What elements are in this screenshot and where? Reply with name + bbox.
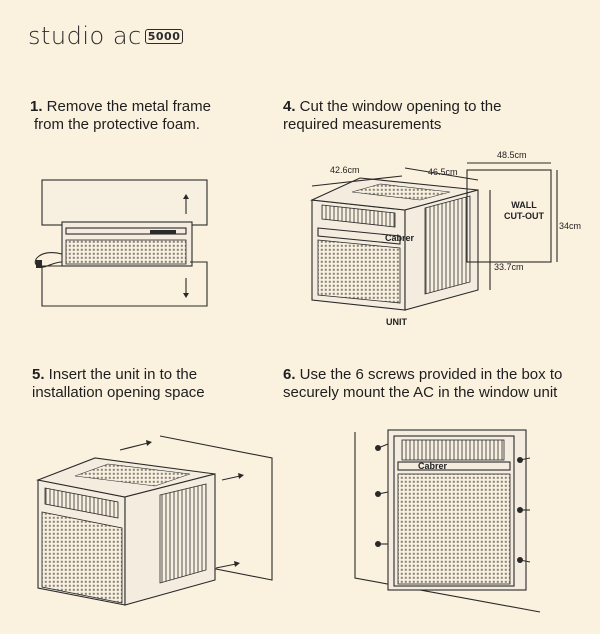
brand-model-badge: 5000 (144, 29, 184, 44)
unit-height-label: 33.7cm (494, 262, 524, 272)
unit-width-line (311, 175, 403, 187)
cutout-width-label: 48.5cm (497, 150, 527, 160)
screw-icon (517, 457, 531, 463)
step-4-illustration: Cabrer WALL CUT-OUT 42.6cm 46.5cm 48.5cm… (309, 150, 581, 327)
screw-icon (375, 443, 389, 451)
step-1-line-2: from the protective foam. (34, 116, 200, 133)
step-5-text: 5. Insert the unit in to the installatio… (32, 366, 205, 402)
step-4-line-2: required measurements (283, 116, 442, 133)
screw-icon (375, 491, 389, 497)
arrow-down-icon (183, 278, 189, 298)
step-5-line-1: Insert the unit in to the (44, 366, 198, 383)
cutout-height-label: 34cm (559, 221, 581, 231)
wall-cutout (466, 169, 552, 263)
ac-logo: Cabrer (385, 233, 415, 243)
step-1-number: 1. (30, 98, 43, 115)
step-5-number: 5. (32, 366, 45, 383)
ac-front-grill (317, 239, 401, 304)
metal-frame (41, 179, 208, 226)
step-4-text: 4. Cut the window opening to the require… (283, 98, 502, 134)
protective-foam (41, 261, 208, 307)
unit-label: UNIT (386, 317, 407, 327)
step-5-illustration (36, 435, 273, 606)
step-1-text: 1. Remove the metal frame from the prote… (30, 98, 211, 134)
wall-opening (159, 435, 273, 581)
ac-logo-3: Cabrer (418, 461, 448, 471)
ac-unit: Cabrer (309, 177, 479, 311)
step-6-line-1: Use the 6 screws provided in the box to (295, 366, 563, 383)
unit-width-label: 42.6cm (330, 165, 360, 175)
unit-depth-label: 46.5cm (428, 167, 458, 177)
screw-icon (517, 557, 531, 563)
step-4-line-1: Cut the window opening to the (295, 98, 502, 115)
insert-arrows (119, 440, 244, 569)
step-6-illustration: Cabrer (354, 429, 541, 613)
step-1-line-1: Remove the metal frame (42, 98, 211, 115)
ac-louvers (321, 204, 396, 228)
wall-corner (354, 432, 541, 613)
screw-icon (517, 507, 530, 513)
step-6-line-2: securely mount the AC in the window unit (283, 384, 558, 401)
ac-side-vents (424, 195, 471, 295)
screw-icon-group (375, 443, 531, 563)
step-4-number: 4. (283, 98, 296, 115)
unit-depth-line (404, 167, 479, 181)
screw-icon (375, 541, 388, 547)
step-1-illustration (34, 179, 208, 307)
wall-cutout-label-1: WALL (511, 200, 537, 210)
step-6-text: 6. Use the 6 screws provided in the box … (283, 366, 562, 402)
wall-cutout-label-2: CUT-OUT (504, 211, 544, 221)
brand-name: studio ac (28, 22, 142, 50)
step-6-number: 6. (283, 366, 296, 383)
unit-top-in-foam (61, 221, 193, 267)
arrow-up-icon (183, 194, 189, 214)
step-5-line-2: installation opening space (32, 384, 205, 401)
